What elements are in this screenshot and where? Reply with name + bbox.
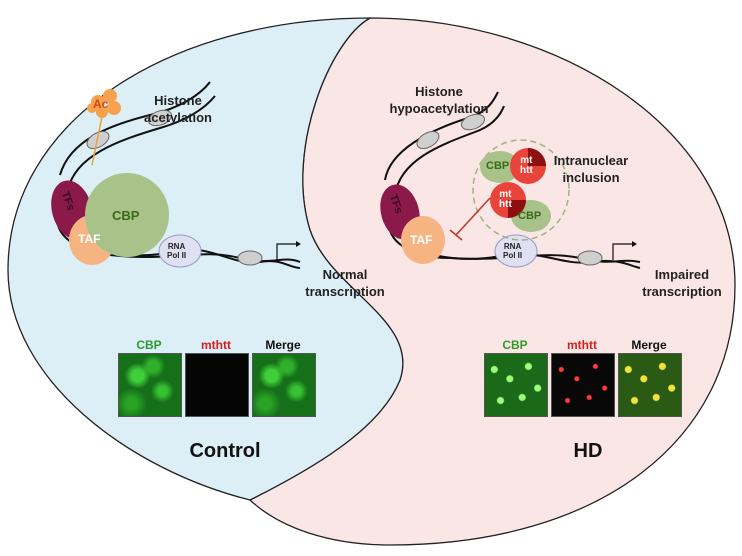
inclusion-cbp-1 — [480, 151, 520, 183]
control-title: Control — [189, 440, 261, 462]
control-nucleosomes — [86, 109, 263, 266]
control-panel-cbp-image — [118, 353, 182, 417]
hd-panel-mthtt-title: mthtt — [567, 338, 597, 352]
histone-acetylation-label: Histone acetylation — [144, 93, 212, 125]
control-panel-cbp-title: CBP — [136, 338, 162, 352]
hd-panel-merge-title: Merge — [631, 338, 667, 352]
hd-panel-mthtt-image — [551, 353, 615, 417]
inclusion-cbp-2-label: CBP — [518, 210, 542, 222]
ac-label: Ac — [93, 97, 109, 111]
hd-panel-merge-image — [618, 353, 682, 417]
control-dna — [56, 81, 301, 269]
hd-panel-cbp-image — [484, 353, 548, 417]
hd-tss-arrow — [612, 243, 632, 260]
control-taf-label: TAF — [78, 232, 101, 246]
hd-nucleosomes — [416, 113, 603, 266]
acetyl-group — [87, 89, 121, 166]
histone-hypoacetylation-label: Histone hypoacetylation — [389, 84, 489, 116]
control-cbp-shape — [85, 173, 169, 257]
normal-transcription-label: Normal transcription — [305, 267, 385, 299]
control-cbp-label: CBP — [112, 208, 140, 223]
control-panel-mthtt-image — [185, 353, 249, 417]
hd-panel-cbp-title: CBP — [502, 338, 528, 352]
hd-taf-label: TAF — [410, 233, 433, 247]
control-panel-merge-title: Merge — [265, 338, 301, 352]
hd-rna-pol-shape — [494, 234, 538, 268]
control-tss-arrow — [276, 243, 296, 260]
control-panel-merge-image — [252, 353, 316, 417]
impaired-transcription-label: Impaired transcription — [642, 267, 722, 299]
inclusion-boundary — [472, 139, 570, 241]
hd-taf-shape — [401, 216, 445, 264]
inclusion-cbp-1-label: CBP — [486, 160, 510, 172]
intranuclear-inclusion-label: Intranuclear inclusion — [553, 153, 629, 185]
control-rna-pol-shape — [158, 234, 202, 268]
hd-title: HD — [573, 440, 603, 462]
control-panel-mthtt-title: mthtt — [201, 338, 231, 352]
inhibition-marker — [449, 197, 491, 241]
